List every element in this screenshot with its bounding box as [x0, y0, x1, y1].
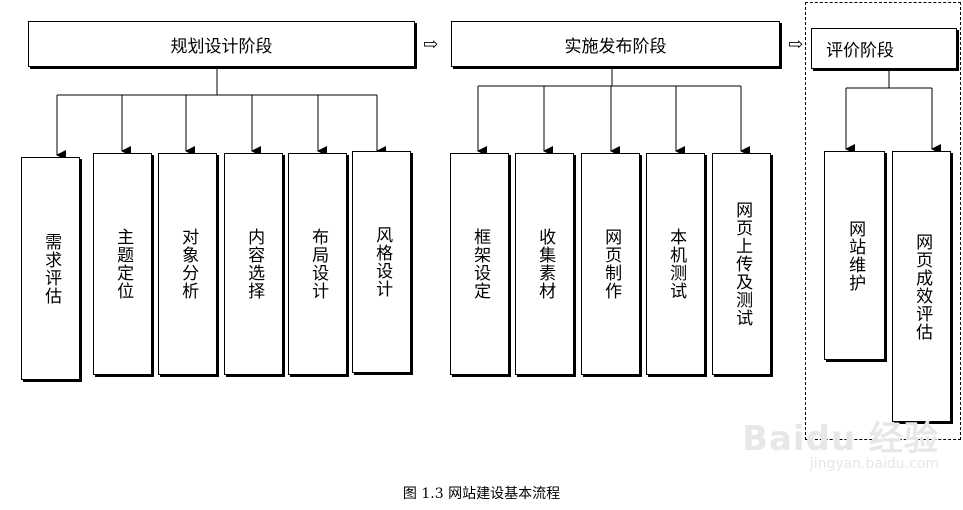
task-label: 网页制作 [601, 228, 622, 300]
right-arrow-icon: ⇨ [788, 34, 804, 55]
task-box: 主题定位 [93, 153, 152, 375]
right-arrow-icon: ⇨ [423, 34, 439, 55]
phase-label: 实施发布阶段 [564, 36, 667, 57]
task-label: 网页上传及测试 [732, 201, 753, 327]
task-label: 本机测试 [666, 228, 687, 300]
watermark-brand: Baidu 经验 [742, 419, 939, 459]
figure-caption: 图 1.3 网站建设基本流程 [402, 486, 561, 502]
phase-label: 规划设计阶段 [170, 36, 273, 57]
phase-box-implementation: 实施发布阶段 [451, 21, 780, 67]
task-box: 需求评估 [21, 157, 80, 380]
task-box: 对象分析 [158, 153, 217, 375]
baidu-watermark-logo: Baidu 经验 jingyan.baidu.com [742, 411, 939, 472]
task-box: 网页成效评估 [892, 151, 951, 422]
task-box: 收集素材 [515, 153, 574, 375]
task-label: 内容选择 [244, 228, 265, 300]
evaluation-phase-region [805, 2, 961, 440]
task-box: 框架设定 [450, 153, 509, 375]
task-box: 网页上传及测试 [712, 153, 771, 375]
task-box: 网页制作 [581, 153, 640, 375]
task-box: 网站维护 [824, 151, 885, 360]
task-label: 风格设计 [372, 226, 393, 298]
task-label: 收集素材 [535, 228, 556, 300]
task-box: 布局设计 [288, 153, 347, 375]
task-box: 内容选择 [224, 153, 283, 375]
phase-box-planning: 规划设计阶段 [28, 21, 415, 67]
phase-label: 评价阶段 [826, 41, 894, 61]
task-label: 网站维护 [845, 219, 866, 292]
watermark-url: jingyan.baidu.com [809, 456, 939, 472]
task-box: 风格设计 [352, 151, 411, 373]
task-label: 对象分析 [178, 228, 199, 300]
phase-box-evaluation: 评价阶段 [811, 28, 957, 69]
task-label: 框架设定 [470, 228, 491, 300]
task-box: 本机测试 [646, 153, 705, 375]
task-label: 网页成效评估 [912, 232, 933, 341]
task-label: 布局设计 [308, 228, 329, 300]
task-label: 主题定位 [113, 228, 134, 300]
task-label: 需求评估 [41, 232, 62, 305]
